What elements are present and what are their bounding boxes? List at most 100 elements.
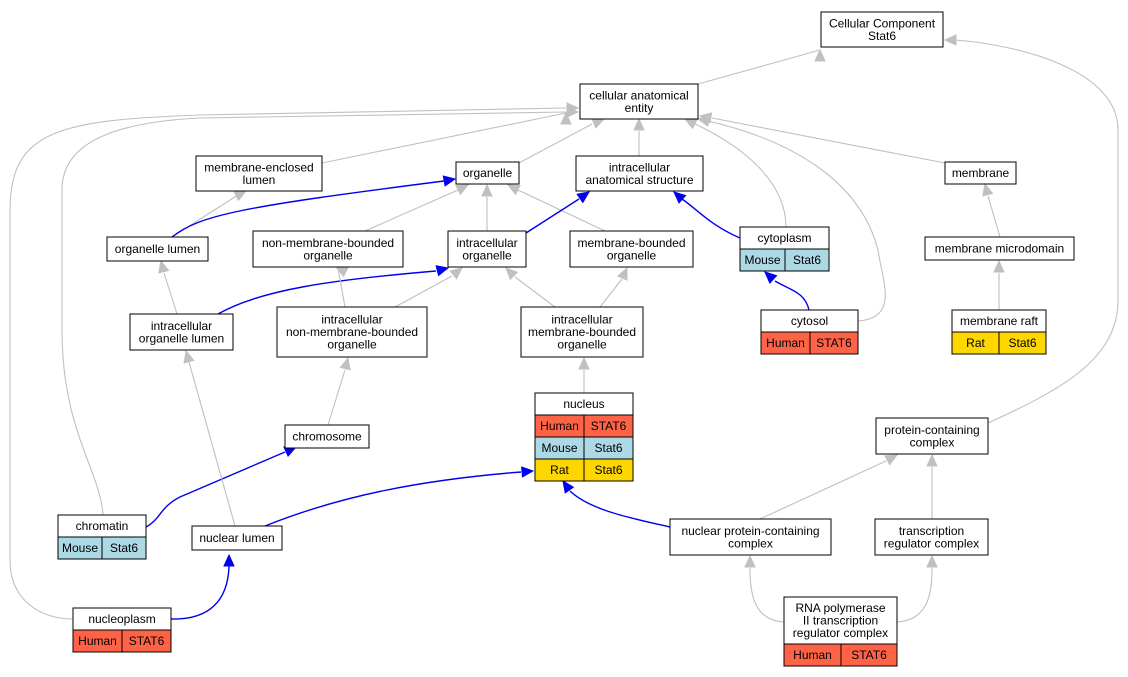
edge-membrane-bounded-organelle-to-organelle: [506, 184, 606, 232]
is-a-edge-line: [987, 195, 1001, 238]
node-box: [669, 518, 832, 556]
node-label-line: organelle: [463, 166, 513, 180]
node-intracellular-non-membrane-bounded-organelle[interactable]: intracellularnon-membrane-boundedorganel…: [276, 306, 428, 358]
node-label-line: protein-containing: [884, 423, 979, 437]
species-label: Human: [793, 648, 832, 662]
gene-cell: [840, 643, 898, 667]
is-a-edge-line: [9, 107, 567, 620]
part-of-edge-line: [774, 280, 810, 311]
node-box: [944, 161, 1017, 185]
node-label-line: membrane: [952, 166, 1010, 180]
node-label-line: intracellular: [456, 236, 517, 250]
node-box: [875, 417, 989, 455]
species-label: Rat: [966, 336, 985, 350]
is-a-edge-line: [364, 189, 459, 232]
is-a-edge-line: [707, 120, 886, 322]
node-membrane[interactable]: membrane: [944, 161, 1017, 185]
gene-cell: [101, 536, 147, 560]
species-label: Mouse: [744, 253, 780, 267]
part-of-edge-line: [217, 270, 437, 315]
gene-label: Stat6: [594, 441, 622, 455]
node-box: [579, 83, 699, 120]
edge-organelle-lumen-to-organelle: [171, 175, 457, 238]
species-label: Human: [78, 634, 117, 648]
gene-cell: [583, 458, 634, 482]
is-a-edge-line: [163, 272, 178, 315]
arrowhead-icon: [506, 184, 521, 196]
node-membrane-microdomain[interactable]: membrane microdomain: [924, 236, 1075, 261]
arrowhead-icon: [223, 553, 235, 567]
edge-rna-pol-ii-complex-to-nuclear-protein-containing-complex: [744, 554, 785, 623]
edge-nuclear-lumen-to-nucleus: [264, 466, 535, 527]
edge-cytosol-to-cellular-anatomical-entity: [696, 115, 886, 322]
node-box: [569, 230, 694, 268]
node-box: [874, 518, 989, 556]
node-label-line: cytosol: [791, 314, 828, 328]
gene-cell: [809, 331, 859, 355]
edge-membrane-raft-to-membrane-microdomain: [993, 259, 1005, 310]
node-box: [455, 161, 520, 185]
arrowhead-icon: [633, 117, 645, 131]
node-organelle[interactable]: organelle: [455, 161, 520, 185]
node-label-line: nuclear lumen: [199, 531, 274, 545]
arrowhead-icon: [455, 184, 470, 196]
node-label-line: intracellular: [609, 160, 670, 174]
arrowhead-icon: [696, 115, 711, 127]
arrowhead-icon: [339, 356, 351, 371]
node-label-line: cellular anatomical: [589, 88, 688, 102]
node-label-line: RNA polymerase: [795, 601, 885, 615]
node-nuclear-lumen[interactable]: nuclear lumen: [191, 525, 283, 551]
arrowhead-icon: [591, 118, 606, 129]
node-label-line: organelle: [327, 338, 377, 352]
node-box: [575, 155, 704, 192]
is-a-edge-line: [394, 275, 453, 308]
is-a-edge-line: [599, 278, 623, 308]
node-label-line: chromatin: [76, 519, 129, 533]
arrowhead-icon: [576, 191, 590, 204]
node-label-line: organelle lumen: [139, 331, 224, 345]
arrowhead-icon: [616, 266, 628, 281]
arrowhead-icon: [578, 356, 590, 370]
node-label-line: entity: [625, 101, 654, 115]
arrowhead-icon: [449, 267, 463, 280]
node-box: [195, 155, 323, 192]
is-a-edge-line: [694, 123, 787, 228]
is-a-edge-line: [697, 49, 821, 85]
node-organelle-lumen[interactable]: organelle lumen: [106, 236, 209, 262]
is-a-edge-line: [518, 123, 593, 164]
node-label-line: complex: [728, 536, 773, 550]
node-label-line: transcription: [899, 524, 964, 538]
node-label-line: complex: [910, 435, 955, 449]
gene-label: STAT6: [129, 634, 165, 648]
arrowhead-icon: [814, 48, 826, 62]
gene-cell: [784, 248, 830, 272]
arrowhead-icon: [481, 183, 493, 197]
gene-label: STAT6: [851, 648, 887, 662]
arrowhead-icon: [683, 118, 698, 130]
edge-chromosome-to-intracellular-non-membrane-bounded-organelle: [327, 356, 351, 426]
part-of-edge-line: [264, 471, 522, 527]
arrowhead-icon: [943, 34, 957, 46]
node-chromosome[interactable]: chromosome: [284, 424, 370, 449]
node-box: [924, 236, 1075, 261]
